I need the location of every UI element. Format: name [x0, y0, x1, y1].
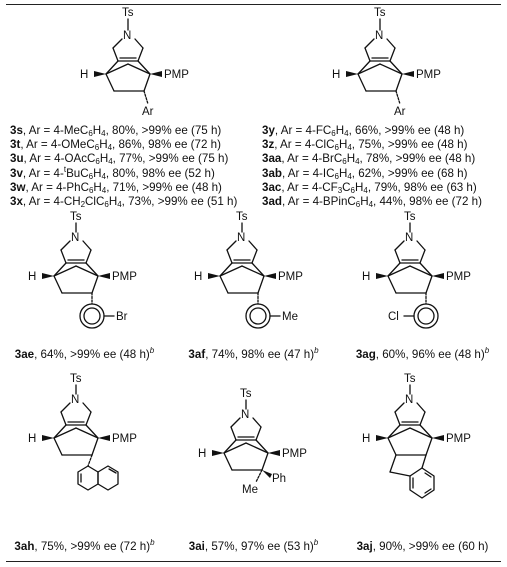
entry-3x: 3x, Ar = 4-CH2ClC6H4, 73%, >99% ee (51 h…	[10, 195, 238, 210]
ts-label: Ts	[374, 7, 386, 19]
structure-3ag: Ts N H PMP Cl	[362, 211, 471, 329]
entry-3t: 3t, Ar = 4-OMeC6H4, 86%, 98% ee (72 h)	[10, 138, 221, 153]
ts-label: Ts	[240, 388, 252, 400]
entry-3s: 3s, Ar = 4-MeC6H4, 80%, >99% ee (75 h)	[10, 124, 222, 138]
pmp-label: PMP	[112, 271, 137, 283]
n-label: N	[375, 30, 383, 42]
h-label: H	[28, 433, 36, 445]
caption-3ah: 3ah, 75%, >99% ee (72 h)b	[14, 538, 155, 554]
caption-3af: 3af, 74%, 98% ee (47 h)b	[188, 346, 319, 362]
pmp-label: PMP	[446, 271, 471, 283]
pmp-label: PMP	[278, 271, 303, 283]
pmp-label: PMP	[164, 69, 189, 81]
caption-3ag: 3ag, 60%, 96% ee (48 h)b	[355, 346, 490, 362]
ts-label: Ts	[70, 373, 82, 385]
h-label: H	[198, 448, 206, 460]
structure-3ai: Ts N H PMP Ph Me	[198, 388, 307, 496]
structure-3aj: Ts N H PMP	[362, 373, 471, 499]
top-rule	[6, 4, 501, 5]
entry-3u: 3u, Ar = 4-OAcC6H4, 77%, >99% ee (75 h)	[10, 152, 229, 167]
ts-label: Ts	[236, 211, 248, 223]
h-label: H	[194, 271, 202, 283]
h-label: H	[362, 433, 370, 445]
entry-3w: 3w, Ar = 4-PhC6H4, 71%, >99% ee (48 h)	[10, 180, 222, 195]
ar-label: Ar	[394, 106, 406, 118]
caption-3ae: 3ae, 64%, >99% ee (48 h)b	[14, 346, 155, 362]
n-label: N	[405, 394, 413, 406]
entry-3y: 3y, Ar = 4-FC6H4, 66%, >99% ee (48 h)	[262, 124, 465, 138]
ph-label: Ph	[272, 473, 286, 485]
caption-3ai: 3ai, 57%, 97% ee (53 h)b	[188, 538, 319, 554]
br-label: Br	[116, 311, 128, 323]
n-label: N	[71, 394, 79, 406]
ts-label: Ts	[122, 7, 134, 19]
pmp-label: PMP	[446, 433, 471, 445]
n-label: N	[405, 232, 413, 244]
entry-3ac: 3ac, Ar = 4-CF3C6H4, 79%, 98% ee (63 h)	[262, 180, 477, 195]
h-label: H	[362, 271, 370, 283]
h-label: H	[332, 69, 340, 81]
pmp-label: PMP	[282, 448, 307, 460]
pmp-label: PMP	[416, 69, 441, 81]
ts-label: Ts	[404, 211, 416, 223]
structure-top-left: Ts N H PMP Ar	[80, 7, 189, 118]
h-label: H	[28, 271, 36, 283]
caption-3aj: 3aj, 90%, >99% ee (60 h)	[356, 540, 489, 553]
cl-label: Cl	[388, 311, 399, 323]
ts-label: Ts	[70, 211, 82, 223]
entry-3aa: 3aa, Ar = 4-BrC6H4, 78%, >99% ee (48 h)	[262, 152, 476, 167]
entry-3v: 3v, Ar = 4-tBuC6H4, 80%, 98% ee (52 h)	[10, 164, 215, 181]
n-label: N	[241, 409, 249, 421]
me-label: Me	[242, 484, 258, 496]
structure-3af: Ts N H PMP Me	[194, 211, 303, 329]
entry-list-right: 3y, Ar = 4-FC6H4, 66%, >99% ee (48 h) 3z…	[262, 124, 482, 209]
h-label: H	[80, 69, 88, 81]
entry-3ad: 3ad, Ar = 4-BPinC6H4, 44%, 98% ee (72 h)	[262, 195, 482, 210]
pmp-label: PMP	[112, 433, 137, 445]
structure-3ah: Ts N H PMP	[28, 373, 137, 491]
n-label: N	[237, 232, 245, 244]
bottom-rule	[6, 561, 501, 562]
ar-label: Ar	[142, 106, 154, 118]
entry-3z: 3z, Ar = 4-ClC6H4, 75%, >99% ee (48 h)	[262, 138, 468, 153]
ts-label: Ts	[404, 373, 416, 385]
me-label: Me	[282, 311, 298, 323]
entry-list-left: 3s, Ar = 4-MeC6H4, 80%, >99% ee (75 h) 3…	[10, 124, 237, 209]
entry-3ab: 3ab, Ar = 4-IC6H4, 62%, >99% ee (68 h)	[262, 166, 468, 181]
n-label: N	[71, 232, 79, 244]
structure-top-right: Ts N H PMP Ar	[332, 7, 441, 118]
n-label: N	[123, 30, 131, 42]
structure-3ae: Ts N H PMP Br	[28, 211, 137, 329]
